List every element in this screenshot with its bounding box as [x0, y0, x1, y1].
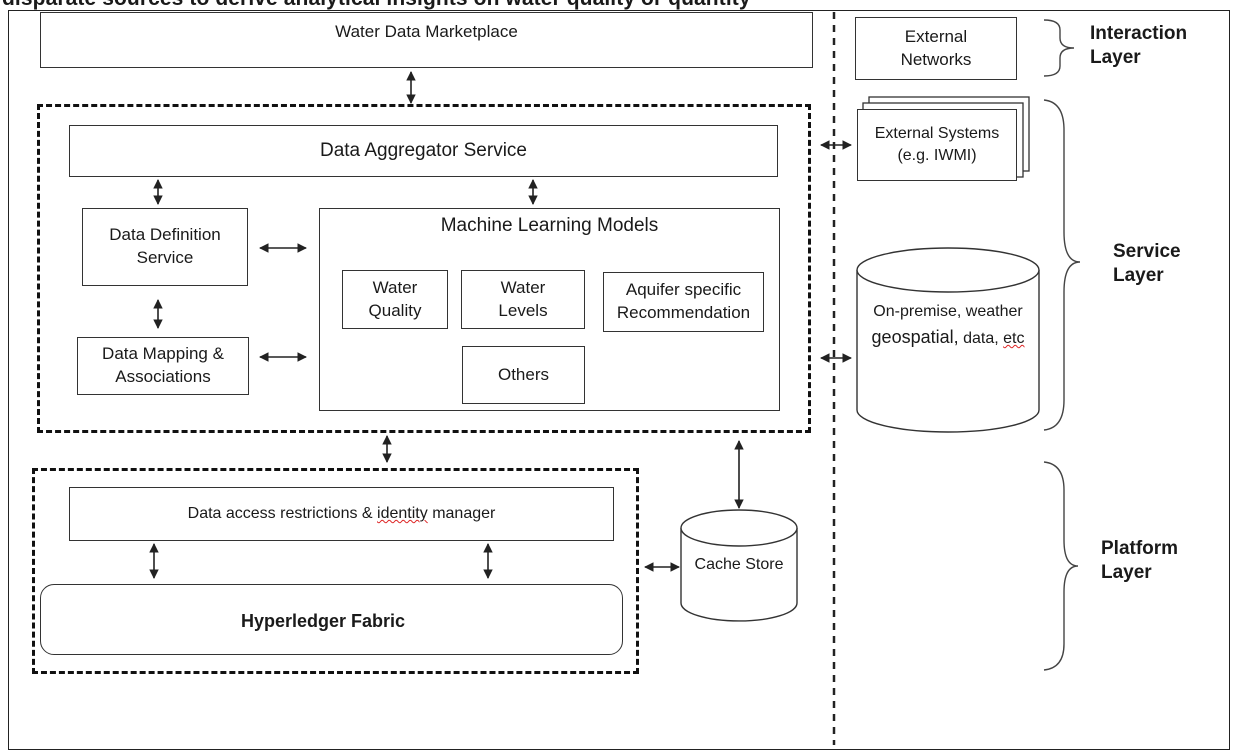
- data-mapping-associations: Data Mapping & Associations: [77, 337, 249, 395]
- cache-line1: Cache: [694, 556, 741, 573]
- onprem-data-label: On-premise, weather geospatial, data, et…: [857, 300, 1039, 351]
- access-prefix: Data access restrictions &: [187, 505, 378, 523]
- onprem-cylinder: [856, 247, 1040, 433]
- cache-line2: Store: [745, 556, 784, 573]
- service-layer-line1: Service: [1113, 241, 1181, 262]
- fabric-label: Hyperledger Fabric: [241, 611, 406, 631]
- ml-aquifer-recommendation: Aquifer specific Recommendation: [603, 272, 764, 332]
- external-networks-line2: Networks: [900, 49, 972, 69]
- ml-water-levels: Water Levels: [461, 270, 585, 329]
- data-definition-line1: Data Definition: [109, 225, 221, 245]
- figure-caption: disparate sources to derive analytical i…: [2, 0, 751, 11]
- brace-platform: [1043, 461, 1079, 671]
- interaction-layer-label: Interaction Layer: [1090, 22, 1187, 70]
- data-definition-service: Data Definition Service: [82, 208, 248, 286]
- brace-service: [1043, 99, 1081, 431]
- water-quality-line1: Water: [372, 277, 418, 297]
- brace-interaction: [1043, 19, 1075, 77]
- water-levels-line1: Water: [500, 277, 546, 297]
- platform-layer-line1: Platform: [1101, 538, 1179, 559]
- access-identity-word: identity: [377, 505, 428, 523]
- onprem-line3-a: data,: [963, 330, 1004, 347]
- data-mapping-line2: Associations: [115, 367, 211, 386]
- access-suffix: manager: [427, 505, 496, 523]
- external-systems-line2: (e.g. IWMI): [897, 147, 977, 164]
- ml-water-quality: Water Quality: [342, 270, 448, 329]
- platform-layer-line2: Layer: [1101, 561, 1152, 583]
- external-systems-line1: External Systems: [874, 125, 1000, 143]
- data-aggregator-service: Data Aggregator Service: [69, 125, 778, 177]
- service-layer-label: Service Layer: [1113, 240, 1181, 288]
- data-mapping-line1: Data Mapping &: [102, 344, 224, 364]
- onprem-line2: geospatial,: [871, 327, 959, 347]
- external-networks: External Networks: [855, 17, 1017, 80]
- ml-others: Others: [462, 346, 585, 404]
- service-layer-line2: Layer: [1113, 264, 1164, 286]
- onprem-line3-b: etc: [1003, 330, 1025, 347]
- aquifer-line1: Aquifer specific: [625, 280, 742, 300]
- external-networks-line1: External: [904, 26, 968, 46]
- service-layer-container: [37, 104, 811, 433]
- aquifer-line2: Recommendation: [616, 303, 751, 322]
- others-label: Others: [497, 364, 550, 384]
- data-access-identity-manager: Data access restrictions & identity mana…: [69, 487, 614, 541]
- cache-store-label: Cache Store: [681, 553, 797, 577]
- water-data-marketplace: Water Data Marketplace: [40, 12, 813, 68]
- data-definition-line2: Service: [136, 248, 194, 267]
- external-systems: External Systems (e.g. IWMI): [857, 109, 1017, 181]
- onprem-line1: On-premise, weather: [873, 303, 1023, 320]
- access-label: Data access restrictions & identity mana…: [188, 503, 496, 525]
- marketplace-label: Water Data Marketplace: [335, 22, 518, 41]
- water-quality-line2: Quality: [368, 300, 422, 320]
- interaction-layer-line2: Layer: [1090, 46, 1141, 68]
- cache-cylinder: [680, 509, 798, 622]
- water-levels-line2: Levels: [498, 300, 548, 320]
- onprem-line3: data, etc: [963, 330, 1024, 347]
- hyperledger-fabric: Hyperledger Fabric: [40, 584, 623, 655]
- ml-title: Machine Learning Models: [440, 215, 659, 236]
- interaction-layer-line1: Interaction: [1090, 23, 1188, 44]
- aggregator-label: Data Aggregator Service: [319, 140, 527, 162]
- platform-layer-container: [32, 468, 639, 674]
- platform-layer-label: Platform Layer: [1101, 537, 1178, 585]
